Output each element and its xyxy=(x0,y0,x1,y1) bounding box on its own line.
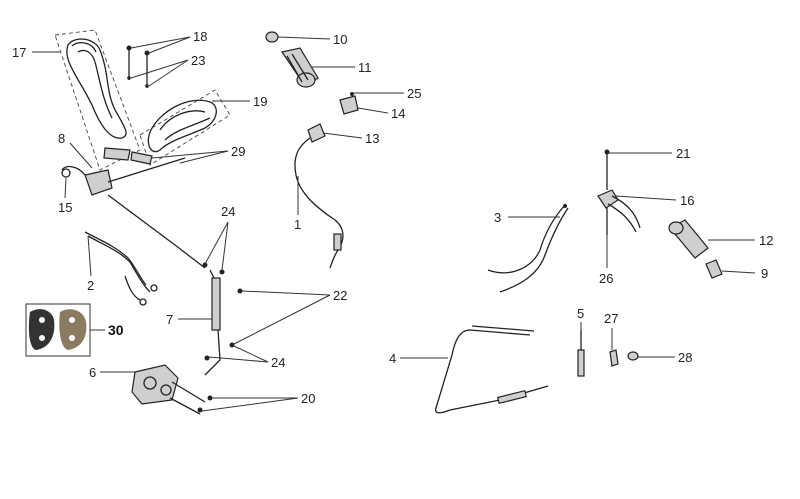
throttle-grip xyxy=(265,31,319,88)
callout-3: 3 xyxy=(494,210,501,225)
callout-12: 12 xyxy=(759,233,773,248)
callout-1: 1 xyxy=(294,217,301,232)
callout-10: 10 xyxy=(333,32,347,47)
hand-guard-left xyxy=(54,29,141,171)
callout-18: 18 xyxy=(193,29,207,44)
clutch-lever xyxy=(597,149,641,235)
throttle-cable xyxy=(294,123,344,269)
callout-16: 16 xyxy=(680,193,694,208)
switch-part xyxy=(339,92,359,115)
leader-lines xyxy=(32,36,756,412)
callout-24-bottom: 24 xyxy=(271,355,285,370)
callout-23: 23 xyxy=(191,53,205,68)
callout-24-top: 24 xyxy=(221,204,235,219)
hand-guard-right xyxy=(139,89,231,166)
callout-6: 6 xyxy=(89,365,96,380)
callout-30: 30 xyxy=(108,322,124,338)
callout-25: 25 xyxy=(407,86,421,101)
clutch-cable xyxy=(487,204,569,293)
callout-13: 13 xyxy=(365,131,379,146)
callout-11: 11 xyxy=(358,60,372,75)
callout-26: 26 xyxy=(599,271,613,286)
callout-28: 28 xyxy=(678,350,692,365)
callout-2: 2 xyxy=(87,278,94,293)
callout-7: 7 xyxy=(166,312,173,327)
callout-9: 9 xyxy=(761,266,768,281)
callout-21: 21 xyxy=(676,146,690,161)
brake-caliper xyxy=(131,364,213,415)
brake-hose xyxy=(107,194,243,376)
wiring-harness xyxy=(84,231,158,306)
brake-pads xyxy=(25,303,91,357)
long-cable xyxy=(434,325,549,414)
callout-labels: 17 18 23 19 8 29 15 24 2 22 7 30 24 6 20… xyxy=(12,29,773,406)
bolt-parts xyxy=(126,45,150,88)
callout-20: 20 xyxy=(301,391,315,406)
small-parts xyxy=(577,330,639,377)
brake-lever-assembly xyxy=(61,147,186,196)
callout-22: 22 xyxy=(333,288,347,303)
callout-8: 8 xyxy=(58,131,65,146)
callout-15: 15 xyxy=(58,200,72,215)
right-grip xyxy=(668,219,723,279)
callout-5: 5 xyxy=(577,306,584,321)
callout-4: 4 xyxy=(389,351,396,366)
callout-27: 27 xyxy=(604,311,618,326)
callout-14: 14 xyxy=(391,106,405,121)
callout-19: 19 xyxy=(253,94,267,109)
callout-29: 29 xyxy=(231,144,245,159)
callout-17: 17 xyxy=(12,45,26,60)
